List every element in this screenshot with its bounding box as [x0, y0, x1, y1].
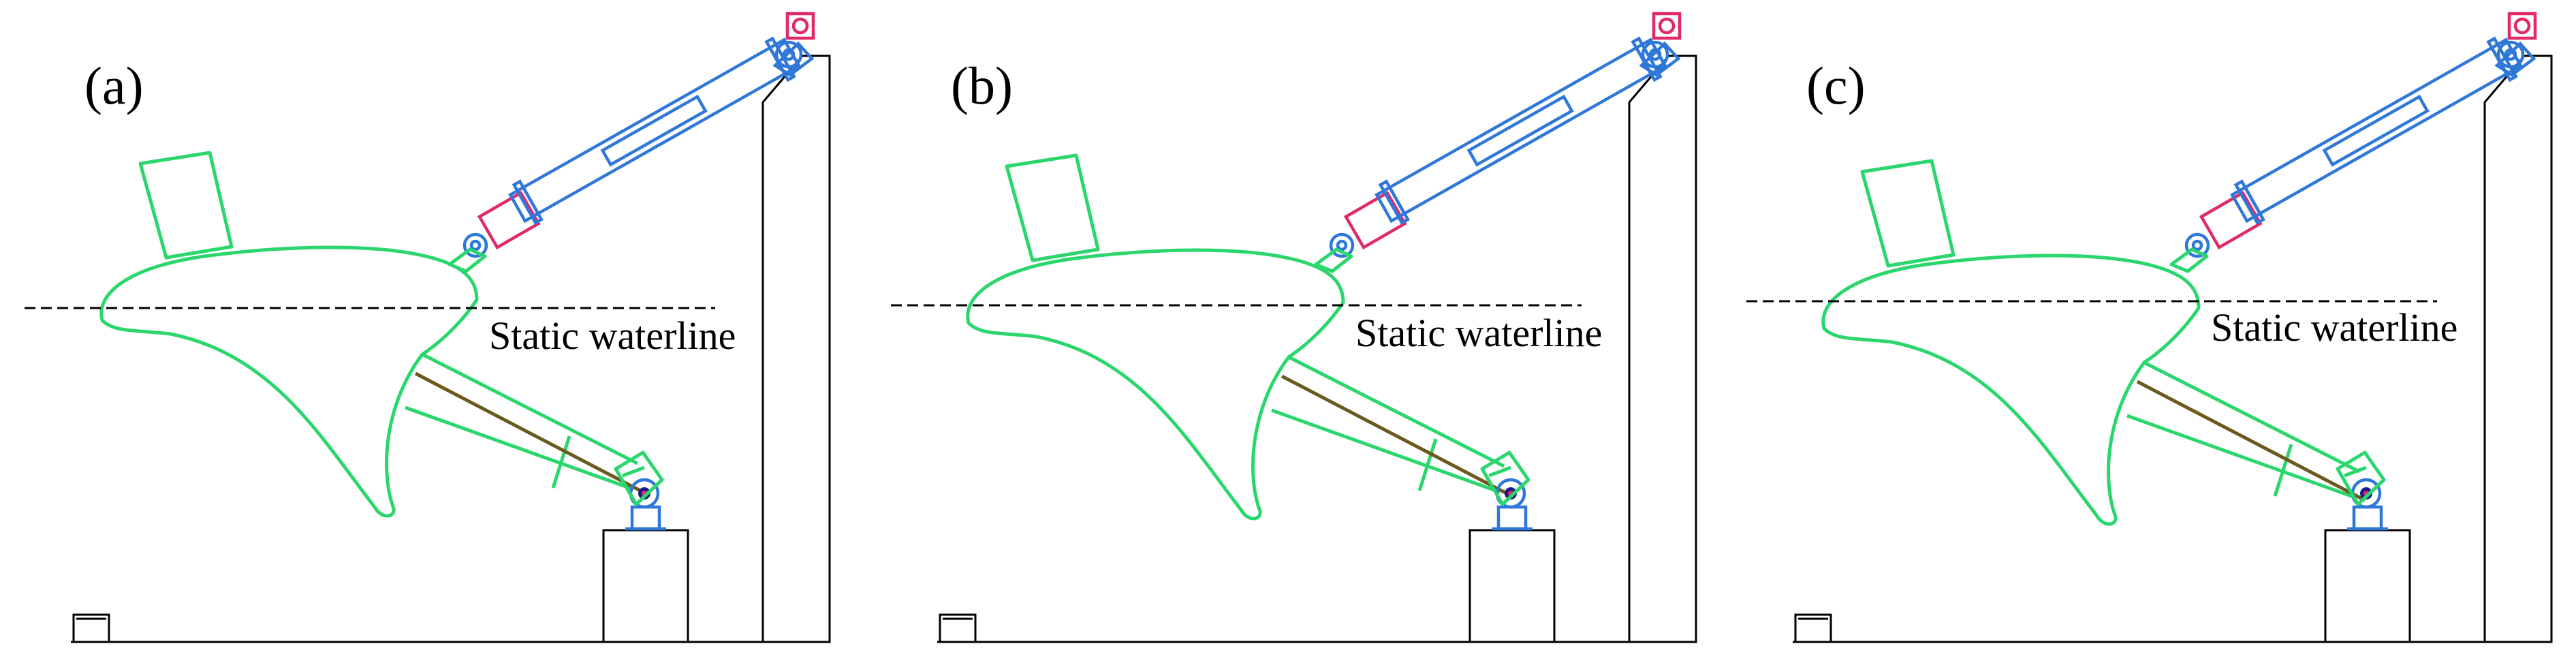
panel-a: Static waterline (a)	[25, 14, 831, 643]
waterline-label-b: Static waterline	[1355, 311, 1602, 355]
hydraulic-cylinder-b	[1316, 14, 1680, 271]
hinge-pivot-a	[616, 453, 666, 529]
panel-b: Static waterline (b)	[891, 14, 1697, 643]
panel-label-c: (c)	[1806, 56, 1866, 115]
panel-label-b: (b)	[951, 56, 1013, 115]
hydraulic-cylinder-a	[450, 14, 813, 271]
hinge-pivot-b	[1482, 453, 1533, 529]
waterline-label-c: Static waterline	[2211, 305, 2457, 350]
waterline-label-a: Static waterline	[489, 313, 736, 358]
panel-c: Static waterline (c)	[1746, 14, 2553, 643]
hydraulic-cylinder-c	[2171, 14, 2535, 271]
panel-label-a: (a)	[84, 56, 144, 115]
